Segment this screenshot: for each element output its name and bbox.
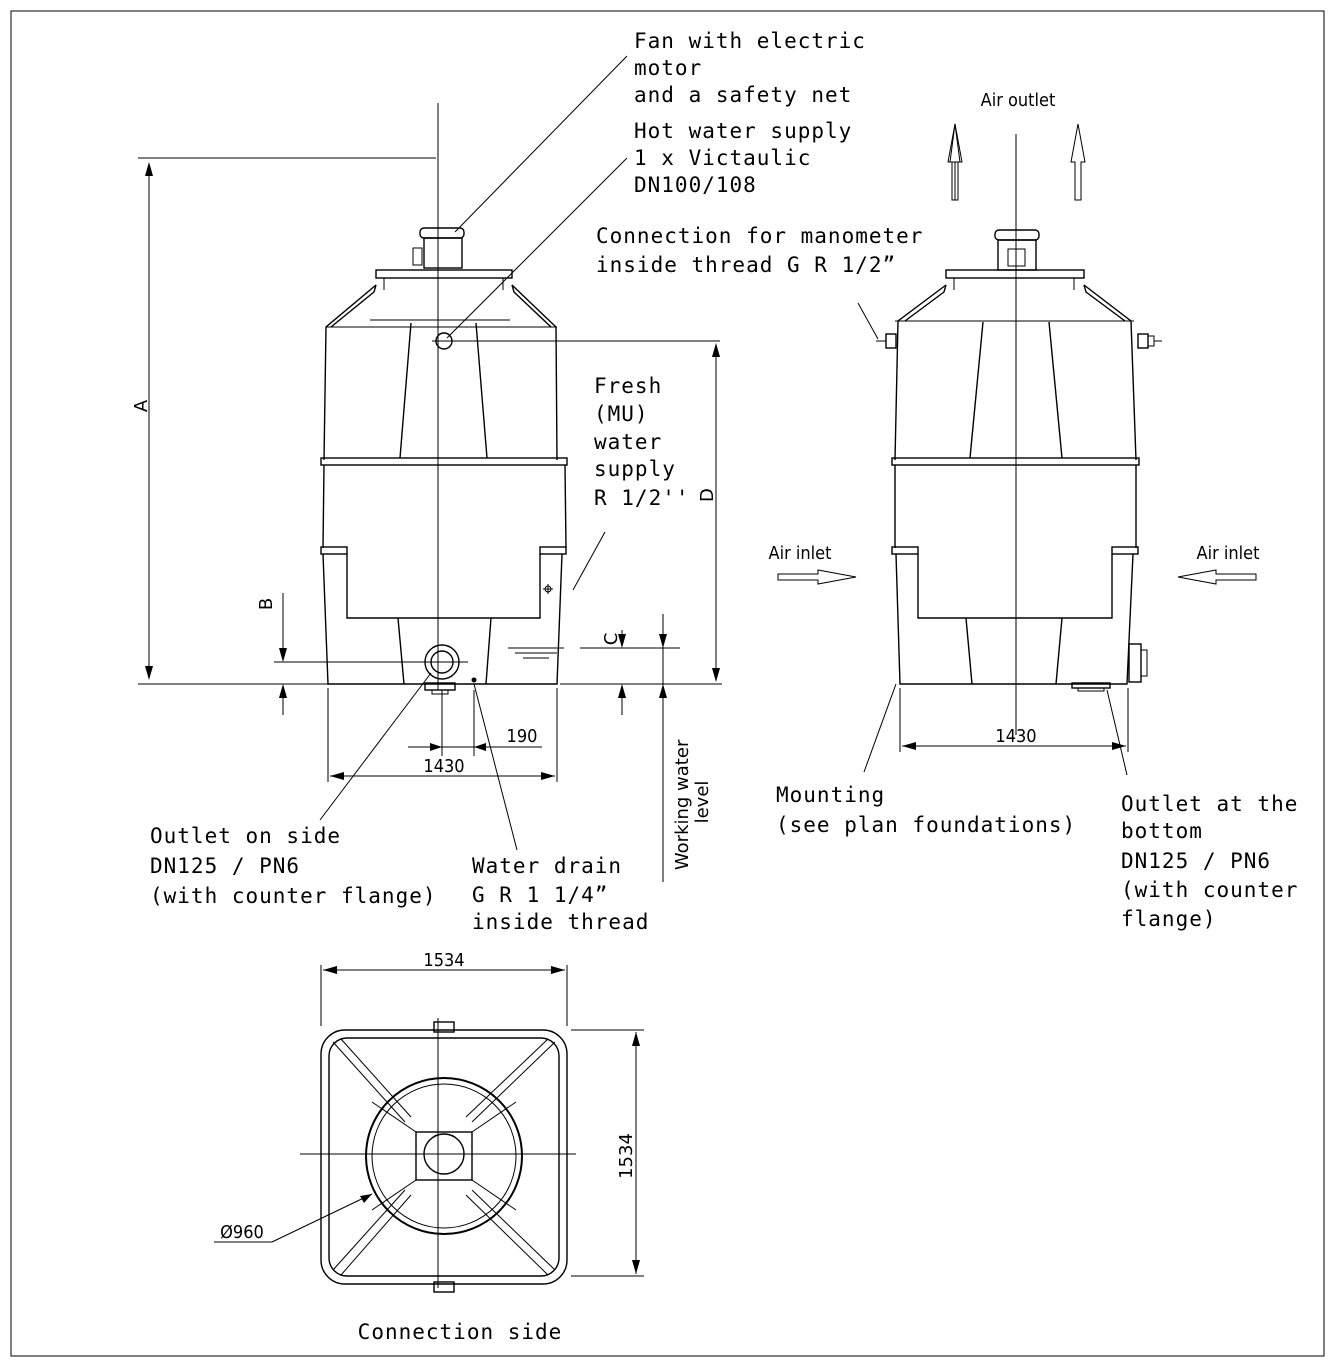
- dimension-plan-depth: [571, 1029, 644, 1277]
- plan-view: [300, 1018, 576, 1293]
- dimension-d: [560, 343, 722, 685]
- dimension-b: [274, 593, 420, 715]
- leaders-left: [319, 55, 628, 851]
- connection-side-label: Connection side: [358, 1320, 563, 1344]
- dimension-d-label: D: [697, 488, 718, 502]
- dimension-a: [138, 157, 436, 685]
- dimension-plan-width-label: 1534: [423, 950, 464, 971]
- fresh-water-label: Fresh (MU) water supply R 1/2'': [594, 374, 690, 510]
- hot-water-label: Hot water supply 1 x Victaulic DN100/108: [634, 119, 866, 197]
- dimension-a-label: A: [131, 399, 152, 412]
- drawing-frame: [10, 10, 1325, 1357]
- dimension-c-label: C: [601, 633, 622, 646]
- dimension-c: [580, 630, 680, 715]
- air-outlet-arrows: [947, 123, 1086, 201]
- outlet-side-label: Outlet on side DN125 / PN6 (with counter…: [150, 824, 437, 908]
- working-level-line: [659, 614, 667, 882]
- manometer-label: Connection for manometer inside thread G…: [596, 224, 937, 277]
- dimension-width-left-label: 1430: [423, 756, 464, 777]
- mounting-label: Mounting (see plan foundations): [776, 783, 1076, 837]
- side-view: [876, 134, 1162, 735]
- air-inlet-left-label: Air inlet: [769, 543, 832, 564]
- fan-label: Fan with electric motor and a safety net: [634, 29, 880, 107]
- air-outlet-label: Air outlet: [981, 90, 1056, 111]
- dimension-diameter-label: Ø960: [220, 1222, 264, 1243]
- dimension-width-right: [899, 688, 1129, 752]
- air-inlet-right-label: Air inlet: [1197, 543, 1260, 564]
- dimension-plan-depth-label: 1534: [616, 1133, 637, 1179]
- front-view: [320, 103, 720, 695]
- outlet-bottom-label: Outlet at the bottom DN125 / PN6 (with c…: [1121, 792, 1312, 931]
- dimension-b-label: B: [256, 598, 277, 610]
- dimension-width-right-label: 1430: [995, 726, 1036, 747]
- water-drain-label: Water drain G R 1 1/4” inside thread: [472, 854, 649, 934]
- dimension-width-left: [327, 688, 558, 782]
- leaders-right: [857, 302, 1128, 776]
- working-level-label: Working water level: [672, 734, 713, 870]
- dimension-diameter: [214, 1193, 373, 1243]
- dimension-190-label: 190: [507, 726, 538, 747]
- air-inlet-arrows: [777, 569, 1257, 585]
- dimension-190: [408, 690, 542, 756]
- dimension-plan-width: [320, 965, 568, 1026]
